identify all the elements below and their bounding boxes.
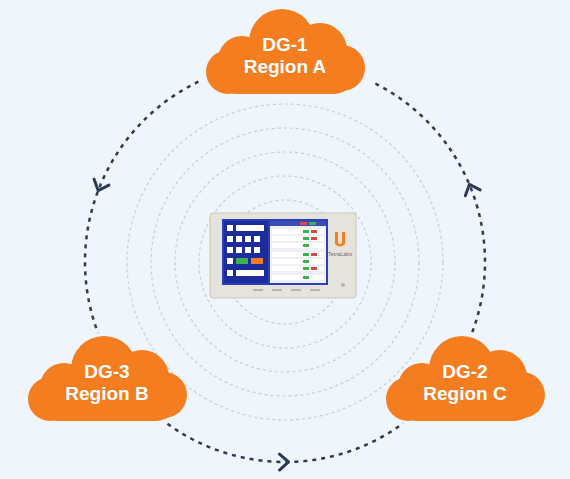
status-cell — [303, 276, 309, 279]
status-cell — [303, 260, 309, 263]
controller-device — [210, 213, 356, 298]
screen-icon — [245, 236, 251, 242]
status-cell — [309, 222, 316, 225]
signal-ring — [151, 128, 419, 396]
status-cell — [311, 237, 317, 240]
table-row — [272, 243, 324, 248]
cloud-fill — [386, 336, 545, 421]
screen-icon — [227, 247, 233, 253]
dashed-arc — [85, 82, 198, 333]
screen-icon — [236, 236, 242, 242]
table-header — [270, 221, 326, 226]
status-cell — [303, 237, 309, 240]
flow-connector — [371, 82, 485, 332]
arrow-head — [279, 454, 288, 470]
dashed-arc — [371, 82, 485, 332]
screen-icon — [236, 247, 242, 253]
region-cloud: DG-3 Region B — [22, 333, 192, 423]
power-button — [341, 283, 345, 287]
screen-button — [251, 258, 263, 264]
status-cell — [303, 253, 309, 256]
screen-icon — [227, 225, 233, 231]
device-buttons — [253, 283, 345, 291]
region-cloud: DG-1 Region A — [200, 6, 370, 96]
table-row — [272, 236, 324, 241]
status-cell — [300, 222, 307, 225]
arrow-head — [91, 179, 109, 193]
table-row — [272, 252, 324, 257]
status-cell — [303, 267, 309, 270]
cloud-fill — [206, 9, 365, 94]
screen-table — [270, 221, 326, 283]
device-screen — [222, 219, 328, 285]
device-button — [272, 289, 282, 291]
brand-name: TetraLabs — [328, 251, 352, 257]
flow-connector — [85, 82, 198, 333]
status-cell — [311, 267, 317, 270]
region-label: DG-2 Region C — [415, 351, 515, 405]
screen-icon — [254, 247, 260, 253]
screen-icon — [227, 236, 233, 242]
screen-field — [236, 225, 264, 231]
status-cell — [303, 244, 309, 247]
status-cell — [311, 253, 317, 256]
status-cell — [311, 230, 317, 233]
table-cells — [303, 230, 317, 279]
region-label: DG-1 Region A — [235, 24, 335, 78]
table-row — [272, 266, 324, 271]
region-label: DG-3 Region B — [57, 351, 157, 405]
device-case — [210, 213, 356, 298]
signal-ring — [127, 104, 443, 420]
brand-logo — [335, 232, 345, 247]
screen-field — [236, 270, 264, 276]
signal-rings — [127, 104, 443, 420]
table-row — [272, 229, 324, 234]
flow-connector — [167, 423, 403, 470]
device-button — [310, 289, 320, 291]
device-button — [253, 289, 263, 291]
screen-icon — [254, 236, 260, 242]
screen-icon — [227, 258, 233, 264]
signal-ring — [199, 176, 371, 348]
dashed-arc — [167, 423, 403, 462]
signal-ring — [175, 152, 395, 372]
region-cloud: DG-2 Region C — [380, 333, 550, 423]
device-button — [291, 289, 301, 291]
table-row — [272, 259, 324, 264]
screen-panel — [224, 221, 268, 283]
status-cell — [303, 230, 309, 233]
arrow-head — [462, 181, 480, 195]
table-row — [272, 275, 324, 280]
table-rows — [272, 229, 324, 280]
cloud-fill — [28, 336, 187, 421]
cloud-part — [206, 50, 250, 94]
screen-icon — [227, 270, 233, 276]
screen-button — [236, 258, 248, 264]
screen-icon — [245, 247, 251, 253]
screen-icons — [227, 225, 264, 276]
